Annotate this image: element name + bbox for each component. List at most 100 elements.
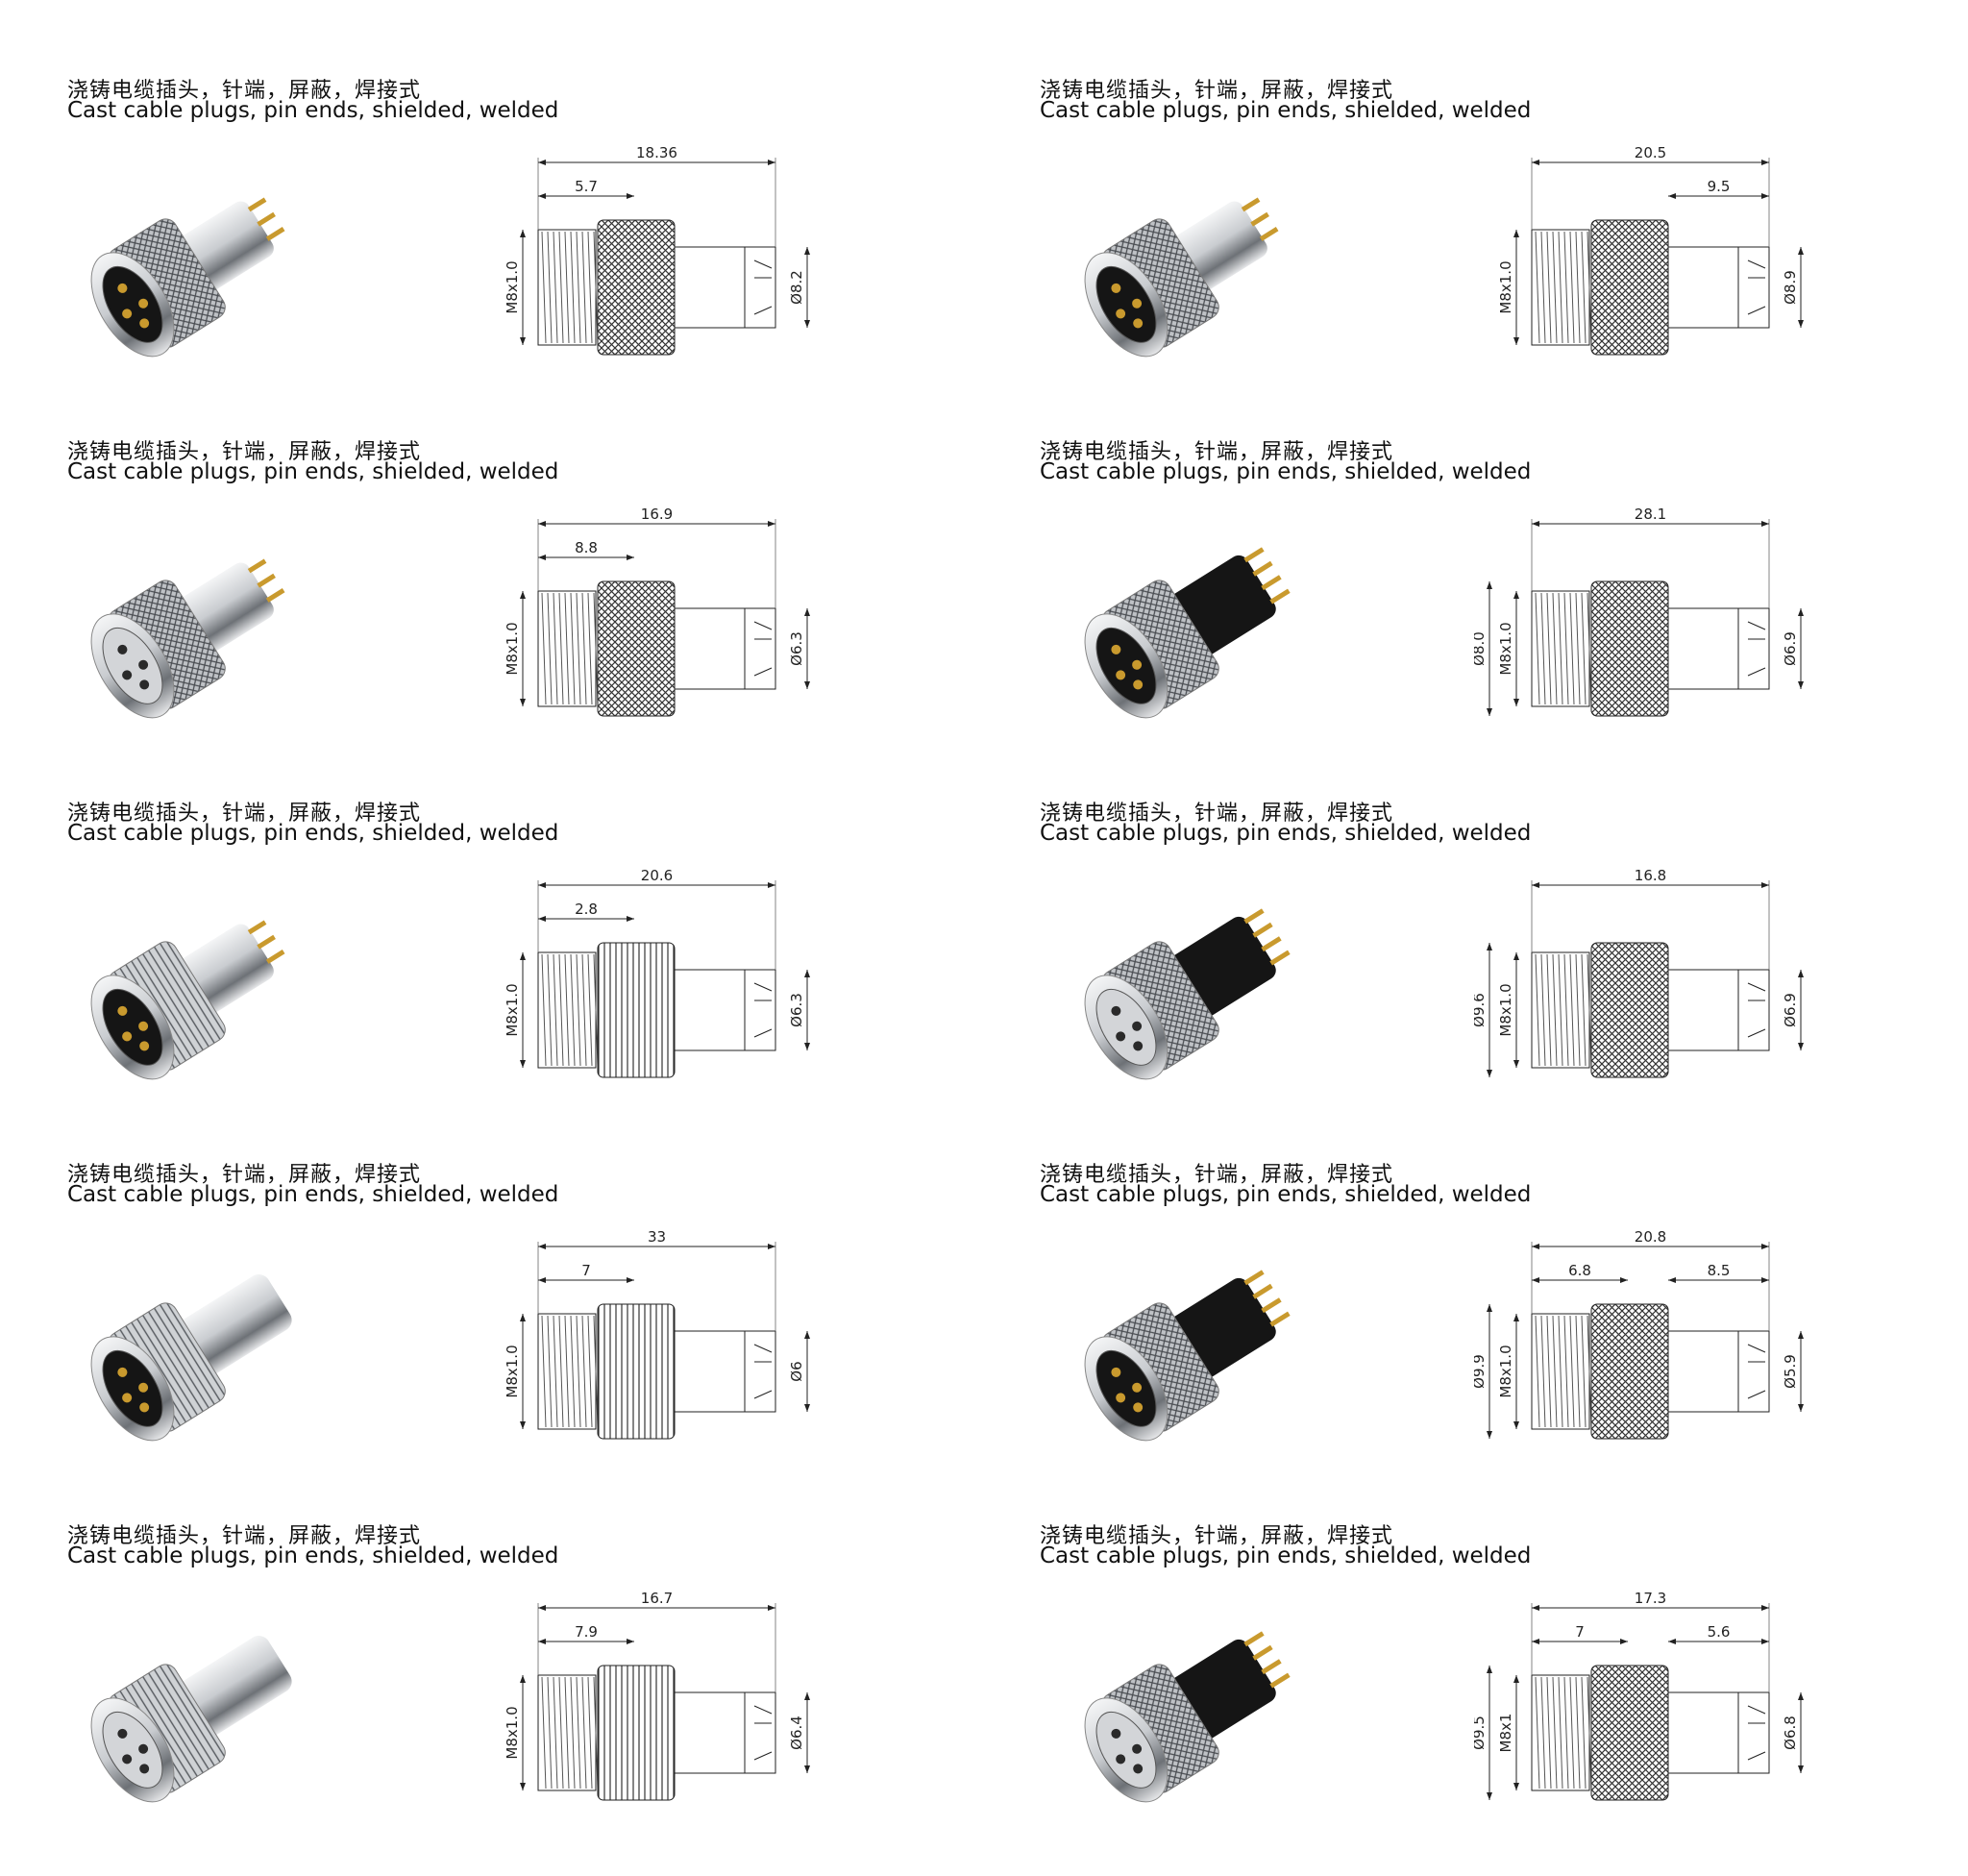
- dim-d1-label: Ø8.0: [1474, 631, 1488, 666]
- contact: [1116, 309, 1126, 319]
- thread-line: [541, 592, 547, 705]
- solder-pin: [257, 573, 276, 588]
- solder-pin: [1243, 547, 1265, 563]
- thread-line: [1587, 1315, 1592, 1428]
- dim-a-label: 2.8: [575, 901, 598, 918]
- contact: [122, 670, 133, 680]
- thread-line: [1587, 1676, 1592, 1790]
- thread-line: [1540, 953, 1546, 1067]
- pin-detail: [753, 621, 773, 677]
- thread-line: [581, 1315, 587, 1428]
- rear-outline: [674, 1330, 776, 1413]
- contact: [1133, 1764, 1144, 1774]
- thread-line: [1581, 1676, 1587, 1790]
- dim-overall-label: 28.1: [1635, 506, 1666, 523]
- caption-english: Cast cable plugs, pin ends, shielded, we…: [1040, 821, 1532, 846]
- thread-line: [587, 1315, 593, 1428]
- contact: [1132, 1021, 1143, 1031]
- caption-english: Cast cable plugs, pin ends, shielded, we…: [67, 1543, 559, 1568]
- thread-line: [1535, 953, 1540, 1067]
- pin-detail: [1747, 1705, 1766, 1761]
- connector-photo: [90, 1274, 292, 1442]
- rear-outline: [674, 607, 776, 690]
- thread-line: [1535, 1676, 1540, 1790]
- thread-line: [1575, 231, 1581, 344]
- thread-line: [564, 231, 570, 344]
- contact: [138, 1382, 149, 1393]
- contact: [1111, 1728, 1121, 1739]
- solder-pin: [1252, 1644, 1273, 1661]
- dim-b-label: 8.5: [1708, 1262, 1731, 1279]
- solder-pin: [1241, 197, 1261, 212]
- thread-line: [593, 592, 599, 705]
- caption-chinese: 浇铸电缆插头，针端，屏蔽，焊接式: [67, 802, 422, 826]
- contact: [1116, 1393, 1126, 1403]
- solder-pin: [1243, 908, 1265, 925]
- dim-a-label: 7: [581, 1262, 591, 1279]
- dim-thread-label: M8x1.0: [504, 622, 521, 675]
- thread-line: [1540, 231, 1546, 344]
- thread-line: [1587, 231, 1592, 344]
- caption-english: Cast cable plugs, pin ends, shielded, we…: [67, 1182, 559, 1207]
- pin-detail: [1747, 621, 1766, 677]
- caption-chinese: 浇铸电缆插头，针端，屏蔽，焊接式: [67, 1524, 422, 1548]
- contact: [1132, 1382, 1143, 1393]
- contact: [139, 1402, 150, 1413]
- solder-pin: [1261, 1659, 1282, 1675]
- dim-d2-label: Ø6.3: [788, 631, 805, 666]
- thread-line: [547, 1676, 553, 1790]
- contact: [139, 1041, 150, 1051]
- product-cell: 浇铸电缆插头，针端，屏蔽，焊接式 Cast cable plugs, pin e…: [994, 1507, 1968, 1868]
- pin-detail: [1747, 982, 1766, 1038]
- solder-pin: [1269, 1672, 1291, 1689]
- thread-line: [1552, 1315, 1558, 1428]
- dim-d1-label: Ø9.5: [1474, 1716, 1488, 1750]
- thread-line: [1581, 592, 1587, 705]
- contact: [138, 1021, 149, 1031]
- pin-detail: [1747, 1344, 1766, 1399]
- thread-line: [553, 231, 558, 344]
- thread-line: [1535, 592, 1540, 705]
- thread-line: [1569, 1676, 1575, 1790]
- thread-line: [558, 231, 564, 344]
- dim-overall-label: 20.6: [641, 867, 673, 884]
- thread-line: [558, 592, 564, 705]
- thread-line: [1575, 953, 1581, 1067]
- contact: [1132, 1743, 1143, 1754]
- thread-line: [576, 953, 581, 1067]
- thread-line: [1546, 1315, 1552, 1428]
- rear-outline: [674, 1691, 776, 1774]
- dim-a-label: 7.9: [575, 1623, 598, 1641]
- thread-line: [1563, 1315, 1569, 1428]
- contact: [138, 659, 149, 670]
- thread-line: [1581, 1315, 1587, 1428]
- dim-overall-label: 16.9: [641, 506, 673, 523]
- thread-line: [1546, 592, 1552, 705]
- contact: [139, 318, 150, 329]
- thread-line: [587, 953, 593, 1067]
- contact: [1133, 679, 1144, 690]
- pin-detail: [753, 1705, 773, 1761]
- thread-line: [1535, 1315, 1540, 1428]
- thread-line: [1575, 1315, 1581, 1428]
- thread-line: [1558, 231, 1563, 344]
- thread-line: [570, 231, 576, 344]
- product-cell: 浇铸电缆插头，针端，屏蔽，焊接式 Cast cable plugs, pin e…: [994, 423, 1968, 784]
- solder-pin: [265, 587, 285, 603]
- thread-line: [570, 1676, 576, 1790]
- dim-overall-label: 33: [648, 1228, 666, 1246]
- solder-pin: [1243, 1270, 1265, 1286]
- dim-d1-label: Ø9.6: [1474, 993, 1488, 1027]
- solder-pin: [1269, 1311, 1291, 1327]
- product-cell: 浇铸电缆插头，针端，屏蔽，焊接式 Cast cable plugs, pin e…: [0, 1507, 974, 1868]
- thread-line: [1546, 1676, 1552, 1790]
- nut-outline: [597, 942, 676, 1078]
- rear-outline: [1667, 246, 1770, 329]
- dim-d2-label: Ø6.9: [1782, 631, 1799, 666]
- dim-a-label: 8.8: [575, 539, 598, 556]
- dim-b-label: 5.6: [1708, 1623, 1731, 1641]
- thread-line: [1552, 592, 1558, 705]
- pin-detail: [1747, 259, 1766, 315]
- connector-photo: [90, 1636, 292, 1803]
